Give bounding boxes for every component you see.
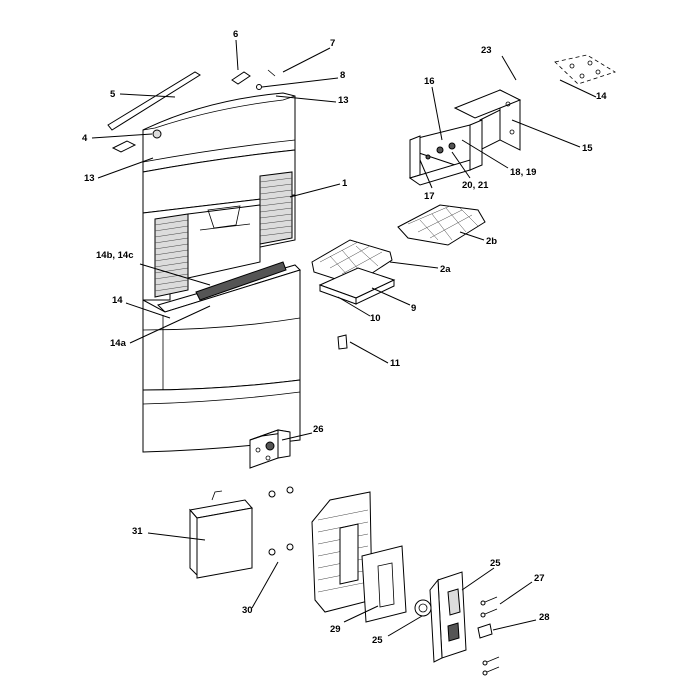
callout-31: 31	[132, 526, 143, 537]
callout-4: 4	[82, 133, 88, 144]
callout-14b-14c: 14b, 14c	[96, 250, 134, 261]
small-screw	[267, 69, 276, 77]
small-plate-28	[477, 623, 493, 639]
main-cabinet	[142, 92, 301, 453]
callout-15: 15	[582, 143, 593, 154]
switch-housing-25	[414, 571, 467, 663]
washer	[256, 84, 262, 90]
screw-set-27	[480, 596, 500, 676]
callout-7: 7	[330, 38, 335, 49]
callout-14-left: 14	[112, 295, 123, 306]
callout-30: 30	[242, 605, 253, 616]
control-block-26	[249, 429, 291, 469]
back-panel	[311, 491, 373, 613]
leader-lines	[91, 39, 597, 637]
label-11	[337, 334, 348, 350]
trim-strip	[107, 71, 201, 131]
callout-25-top: 25	[490, 558, 501, 569]
callout-13-top: 13	[338, 95, 349, 106]
callout-labels: 6 7 8 5 13 4 13 1 14b, 14c 14 14a 23 14 …	[82, 29, 607, 646]
callout-14-right: 14	[596, 91, 607, 102]
callout-28: 28	[539, 612, 550, 623]
callout-20-21: 20, 21	[462, 180, 489, 191]
bolt-nut	[152, 129, 162, 139]
callout-29: 29	[330, 624, 341, 635]
callout-23: 23	[481, 45, 492, 56]
callout-25-bottom: 25	[372, 635, 383, 646]
callout-11: 11	[390, 358, 401, 369]
callout-26: 26	[313, 424, 324, 435]
dashed-plate	[554, 54, 616, 85]
callout-13-left: 13	[84, 173, 95, 184]
callout-8: 8	[340, 70, 345, 81]
callout-9: 9	[411, 303, 416, 314]
small-plate	[111, 140, 137, 153]
callout-2a: 2a	[440, 264, 451, 275]
callout-16: 16	[424, 76, 435, 87]
callout-6: 6	[233, 29, 238, 40]
callout-10: 10	[370, 313, 381, 324]
callout-18-19: 18, 19	[510, 167, 536, 178]
callout-14a: 14a	[110, 338, 127, 349]
callout-1: 1	[342, 178, 348, 189]
gasket-29	[361, 545, 407, 623]
upper-grid-2b	[397, 204, 486, 246]
bucket-31	[189, 490, 253, 579]
callout-2b: 2b	[486, 236, 497, 247]
lid-hinge-part	[231, 71, 251, 85]
rear-bracket-assembly	[408, 89, 522, 186]
nut-set-30	[268, 486, 294, 556]
callout-17: 17	[424, 191, 435, 202]
drip-tray-9	[318, 267, 396, 305]
callout-27: 27	[534, 573, 545, 584]
callout-5: 5	[110, 89, 116, 100]
